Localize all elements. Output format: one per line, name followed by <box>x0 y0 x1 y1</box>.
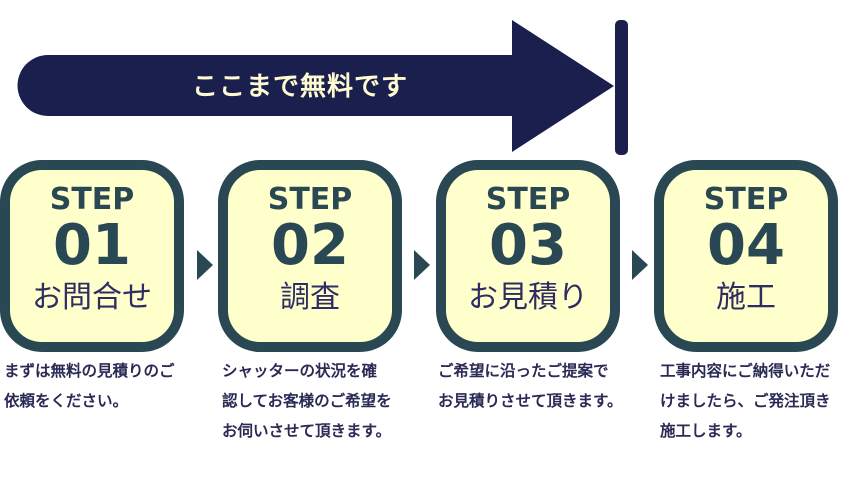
step-description-3: ご希望に沿ったご提案でお見積りさせて頂きます。 <box>438 362 623 410</box>
step-card-3: STEP 03 お見積り <box>436 160 620 352</box>
step-number: 02 <box>271 213 349 278</box>
step-name: お問合せ <box>32 280 152 315</box>
next-arrow-icon <box>414 250 430 280</box>
step-card-1: STEP 01 お問合せ <box>0 160 184 352</box>
step-number: 03 <box>489 213 567 278</box>
step-description-1: まずは無料の見積りのご依頼をください。 <box>4 362 175 410</box>
step-label: STEP <box>703 182 789 217</box>
step-description-4: 工事内容にご納得いただけましたら、ご発注頂き施工します。 <box>660 362 831 440</box>
step-number: 01 <box>53 213 131 278</box>
step-number: 04 <box>707 213 785 278</box>
step-name: 調査 <box>280 280 340 315</box>
step-label: STEP <box>267 182 353 217</box>
next-arrow-icon <box>632 250 648 280</box>
free-range-label: ここまで無料です <box>191 72 408 102</box>
free-range-arrow <box>17 20 628 155</box>
next-arrow-icon <box>197 250 213 280</box>
step-name: 施工 <box>716 280 776 315</box>
end-marker <box>615 20 628 155</box>
step-description-2: シャッターの状況を確認してお客様のご希望をお伺いさせて頂きます。 <box>222 362 392 440</box>
step-card-2: STEP 02 調査 <box>218 160 402 352</box>
step-label: STEP <box>49 182 135 217</box>
step-label: STEP <box>485 182 571 217</box>
step-name: お見積り <box>468 280 588 315</box>
step-card-4: STEP 04 施工 <box>654 160 838 352</box>
